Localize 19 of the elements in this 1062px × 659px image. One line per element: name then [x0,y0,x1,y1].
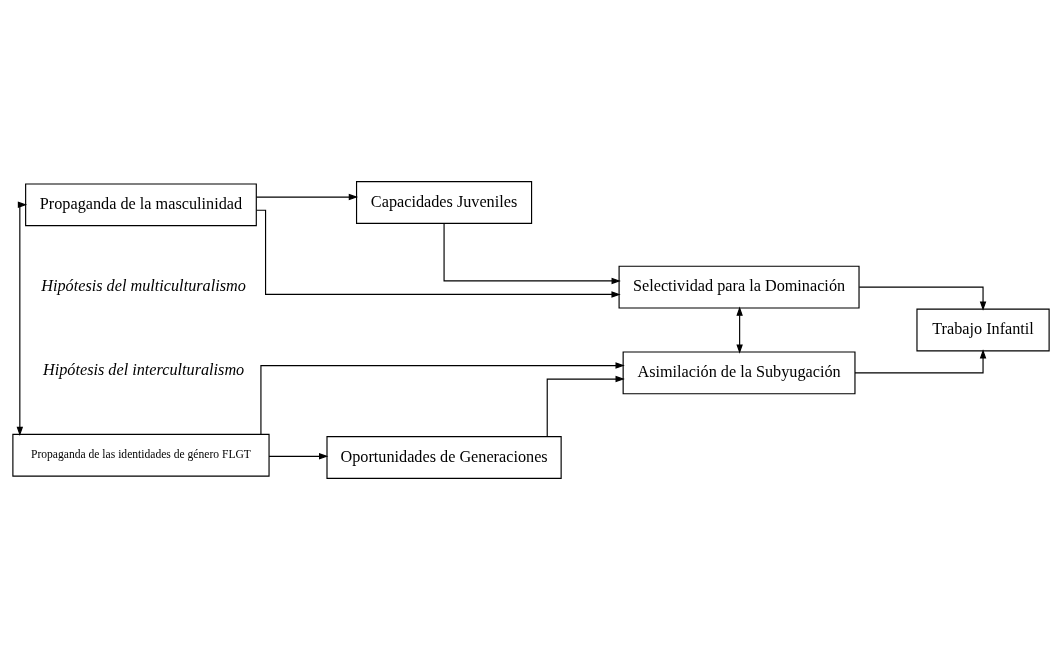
arrow [858,286,987,311]
label: Hipótesis del interculturalismo [43,360,245,379]
arrow [443,222,621,284]
arrow [16,201,28,436]
arrow [268,452,329,460]
node-box: Trabajo Infantil [916,308,1050,351]
arrow [546,375,625,437]
node-box: Selectividad para la Dominación [618,265,860,309]
arrow [260,361,625,434]
arrow [854,348,987,373]
arrow [255,193,359,200]
node-box: Capacidades Juveniles [356,180,533,224]
node-box: Propaganda de las identidades de género FLGT [12,433,270,477]
arrow [736,306,743,354]
node-box: Asimilación de la Subyugación [622,350,856,394]
node-box: Propaganda de la masculinidad [25,182,257,226]
arrow [256,209,621,298]
label: Hipótesis del multiculturalismo [41,276,246,295]
node-box: Oportunidades de Generaciones [326,435,562,479]
